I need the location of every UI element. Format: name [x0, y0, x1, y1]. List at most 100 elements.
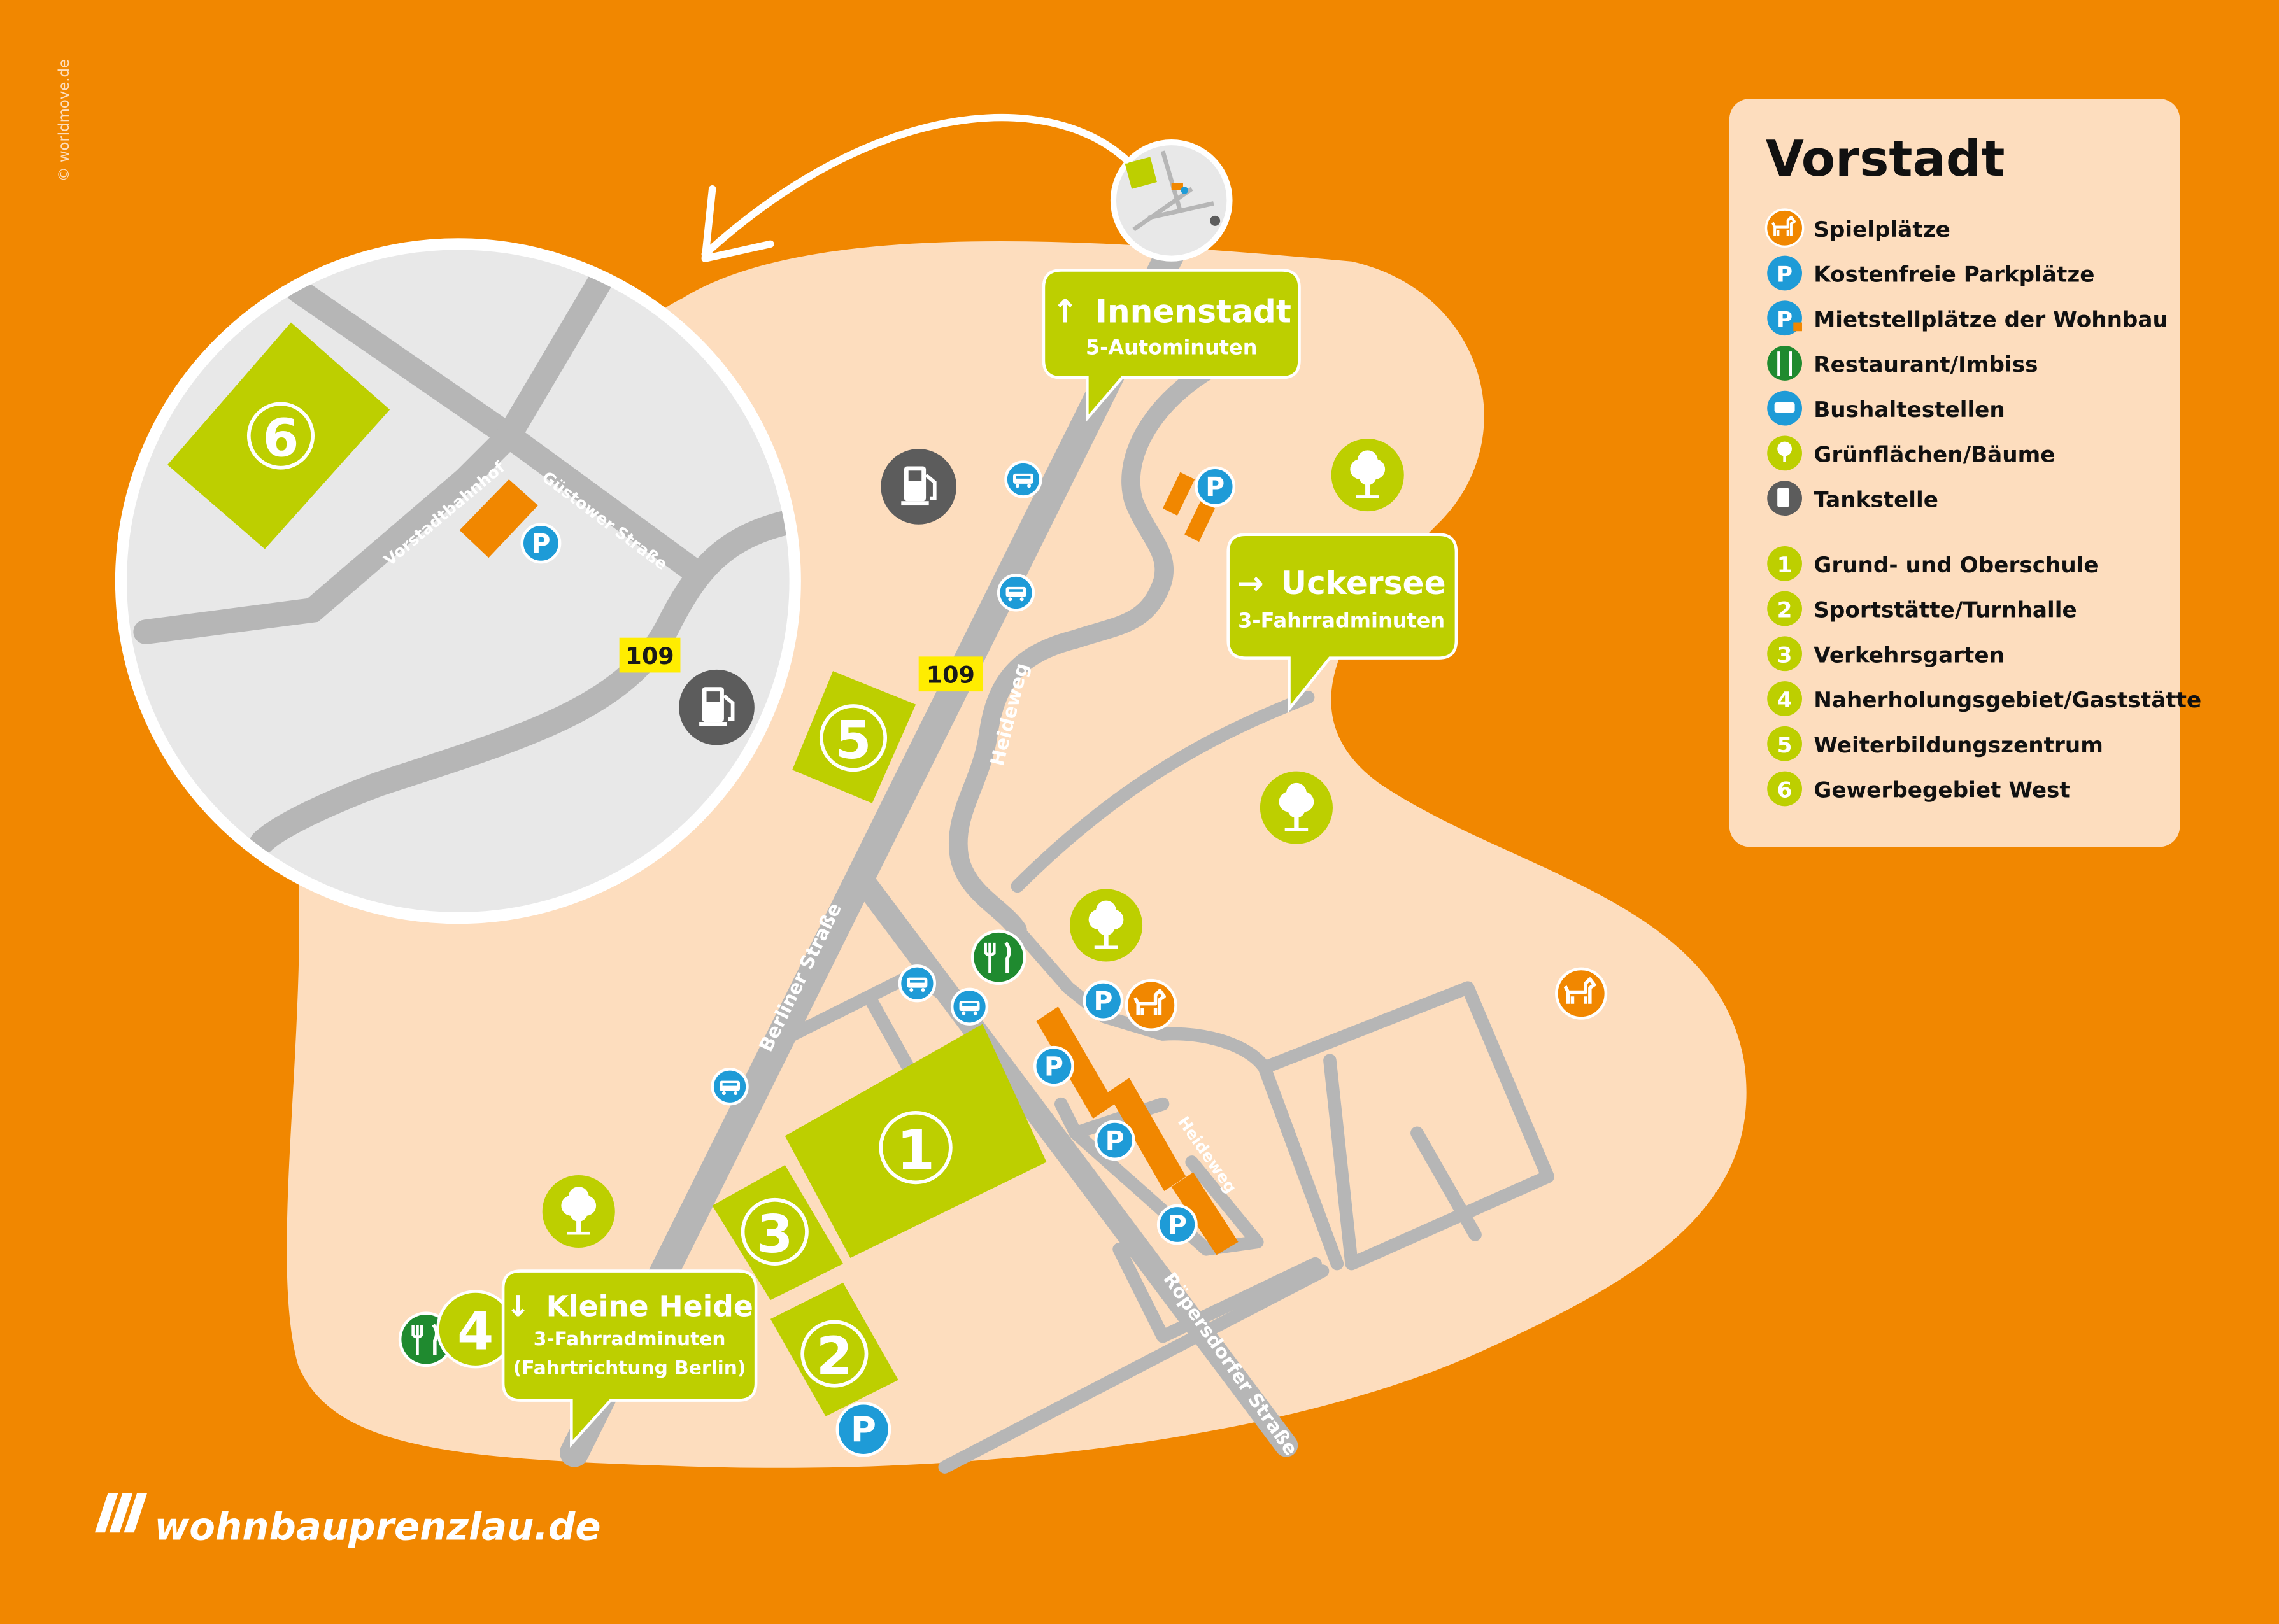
area-1-number: 1	[897, 1119, 935, 1183]
legend-item: P Mietstellplätze der Wohnbau	[1767, 300, 2168, 336]
bus-stop-icon[interactable]	[998, 575, 1033, 611]
legend-label: Mietstellplätze der Wohnbau	[1814, 307, 2168, 332]
tree-icon	[542, 1175, 615, 1248]
legend-item: Bushaltestellen	[1767, 390, 2005, 426]
legend-item: Grünflächen/Bäume	[1767, 435, 2055, 471]
bus-stop-icon[interactable]	[900, 966, 935, 1001]
callout-innenstadt-sub: 5-Autominuten	[1086, 335, 1258, 360]
area-3-number: 3	[756, 1204, 793, 1265]
legend-label: Naherholungsgebiet/Gaststätte	[1814, 688, 2201, 713]
legend-numbered-item: 4 Naherholungsgebiet/Gaststätte	[1767, 681, 2201, 716]
svg-text:109: 109	[625, 642, 674, 670]
legend-item: P Kostenfreie Parkplätze	[1767, 255, 2094, 291]
legend-numbered-item: 3 Verkehrsgarten	[1767, 636, 2005, 672]
area-6-number: 6	[262, 408, 299, 469]
legend-label: Spielplätze	[1814, 217, 1950, 243]
arrow-up-icon: ↑	[1052, 293, 1079, 330]
road-network	[560, 225, 1554, 1474]
parking-icon[interactable]	[837, 1403, 890, 1455]
parking-icon[interactable]	[1035, 1047, 1072, 1085]
area-1[interactable]: 1	[785, 1024, 1047, 1258]
bus-stop-icon[interactable]	[713, 1069, 748, 1104]
legend-label: Tankstelle	[1814, 487, 1938, 512]
parking-icon[interactable]	[522, 525, 560, 562]
locator-mini-map[interactable]	[1110, 139, 1233, 262]
legend-label: Grund- und Oberschule	[1814, 553, 2098, 578]
gas-station-icon[interactable]	[881, 449, 956, 525]
legend-label: Weiterbildungszentrum	[1814, 733, 2103, 758]
svg-text:P: P	[1777, 307, 1793, 332]
parking-icon[interactable]	[1084, 982, 1122, 1019]
callout-uckersee-title: Uckersee	[1281, 564, 1445, 602]
arrow-right-icon: →	[1237, 564, 1264, 602]
playground-icon[interactable]	[1556, 969, 1606, 1019]
legend-title: Vorstadt	[1766, 131, 2005, 188]
legend-label: Bushaltestellen	[1814, 397, 2005, 423]
area-2-number: 2	[816, 1327, 853, 1387]
area-5-number: 5	[835, 710, 871, 771]
callout-innenstadt-title: Innenstadt	[1095, 293, 1291, 330]
callout-kleine-heide-sub: 3-Fahrradminuten	[534, 1327, 726, 1350]
legend-label: Verkehrsgarten	[1814, 642, 2005, 668]
legend-numbered-item: 6 Gewerbegebiet West	[1767, 771, 2070, 807]
parking-icon[interactable]	[1158, 1206, 1196, 1243]
callout-kleine-heide-title: Kleine Heide	[546, 1289, 753, 1323]
gas-station-icon[interactable]	[679, 670, 755, 745]
inset-road-badge: 109	[619, 637, 681, 673]
rental-buildings	[1036, 472, 1239, 1255]
parking-icon[interactable]	[1196, 468, 1233, 505]
legend-label: Restaurant/Imbiss	[1814, 352, 2038, 378]
legend-item: Spielplätze	[1766, 209, 1950, 246]
restaurant-icon[interactable]	[972, 931, 1025, 984]
svg-text:→ Uckersee: → Uckersee	[1237, 564, 1446, 602]
legend-item: Restaurant/Imbiss	[1767, 346, 2038, 381]
area-3[interactable]: 3	[712, 1164, 844, 1301]
svg-text:↓ Kleine Heide: ↓ Kleine Heide	[506, 1289, 753, 1323]
copyright-text: © worldmove.de	[56, 59, 73, 181]
svg-text:1: 1	[1777, 553, 1793, 578]
playground-icon[interactable]	[1126, 980, 1176, 1030]
legend-label: Kostenfreie Parkplätze	[1814, 262, 2094, 288]
svg-text:4: 4	[1777, 688, 1793, 713]
callout-kleine-heide[interactable]: ↓ Kleine Heide 3-Fahrradminuten (Fahrtri…	[501, 1269, 758, 1448]
brand-stripes-icon	[94, 1493, 148, 1533]
svg-text:2: 2	[1777, 598, 1793, 623]
area-2[interactable]: 2	[770, 1282, 898, 1416]
tree-icon	[1260, 771, 1333, 844]
legend-numbered-item: 2 Sportstätte/Turnhalle	[1767, 591, 2077, 626]
arrow-down-icon: ↓	[506, 1289, 530, 1323]
bus-stop-icon[interactable]	[952, 989, 987, 1024]
legend-numbered-item: 5 Weiterbildungszentrum	[1767, 726, 2103, 761]
callout-innenstadt[interactable]: ↑ Innenstadt 5-Autominuten	[1042, 269, 1301, 423]
brand-name: wohnbauprenzlau.de	[154, 1505, 600, 1549]
legend-label: Sportstätte/Turnhalle	[1814, 598, 2077, 623]
svg-text:6: 6	[1777, 778, 1793, 803]
brand-logo[interactable]: wohnbauprenzlau.de	[94, 1493, 601, 1549]
svg-text:5: 5	[1777, 733, 1793, 758]
bus-stop-icon[interactable]	[1006, 462, 1041, 497]
parking-icon[interactable]	[1096, 1122, 1133, 1159]
road-number-badge: 109	[918, 656, 983, 692]
callout-kleine-heide-sub2: (Fahrtrichtung Berlin)	[513, 1357, 746, 1379]
svg-text:3: 3	[1777, 642, 1793, 668]
rental-building-inset	[459, 479, 538, 558]
tree-icon	[1331, 439, 1404, 512]
svg-text:↑ Innenstadt: ↑ Innenstadt	[1052, 293, 1291, 330]
svg-text:109: 109	[927, 661, 975, 688]
legend-label: Gewerbegebiet West	[1814, 778, 2070, 803]
zoom-arrow	[701, 113, 1130, 262]
callout-uckersee-sub: 3-Fahrradminuten	[1238, 609, 1445, 633]
legend-label: Grünflächen/Bäume	[1814, 442, 2055, 468]
legend-panel: Vorstadt Spielplätze P Kostenfreie Parkp…	[1729, 99, 2201, 847]
area-5[interactable]: 5	[792, 671, 916, 803]
area-4[interactable]: 4	[436, 1290, 515, 1369]
legend-numbered-item: 1 Grund- und Oberschule	[1767, 546, 2099, 581]
svg-text:P: P	[1777, 262, 1793, 288]
area-6[interactable]: 6	[167, 322, 390, 549]
legend-item: Tankstelle	[1767, 481, 1938, 516]
callout-uckersee[interactable]: → Uckersee 3-Fahrradminuten	[1226, 533, 1458, 714]
inset-zoom-map: 6 109 Vorstadtbahnhof Güstower Straße	[115, 238, 801, 924]
tree-icon	[1069, 889, 1143, 962]
area-4-number: 4	[457, 1302, 493, 1362]
